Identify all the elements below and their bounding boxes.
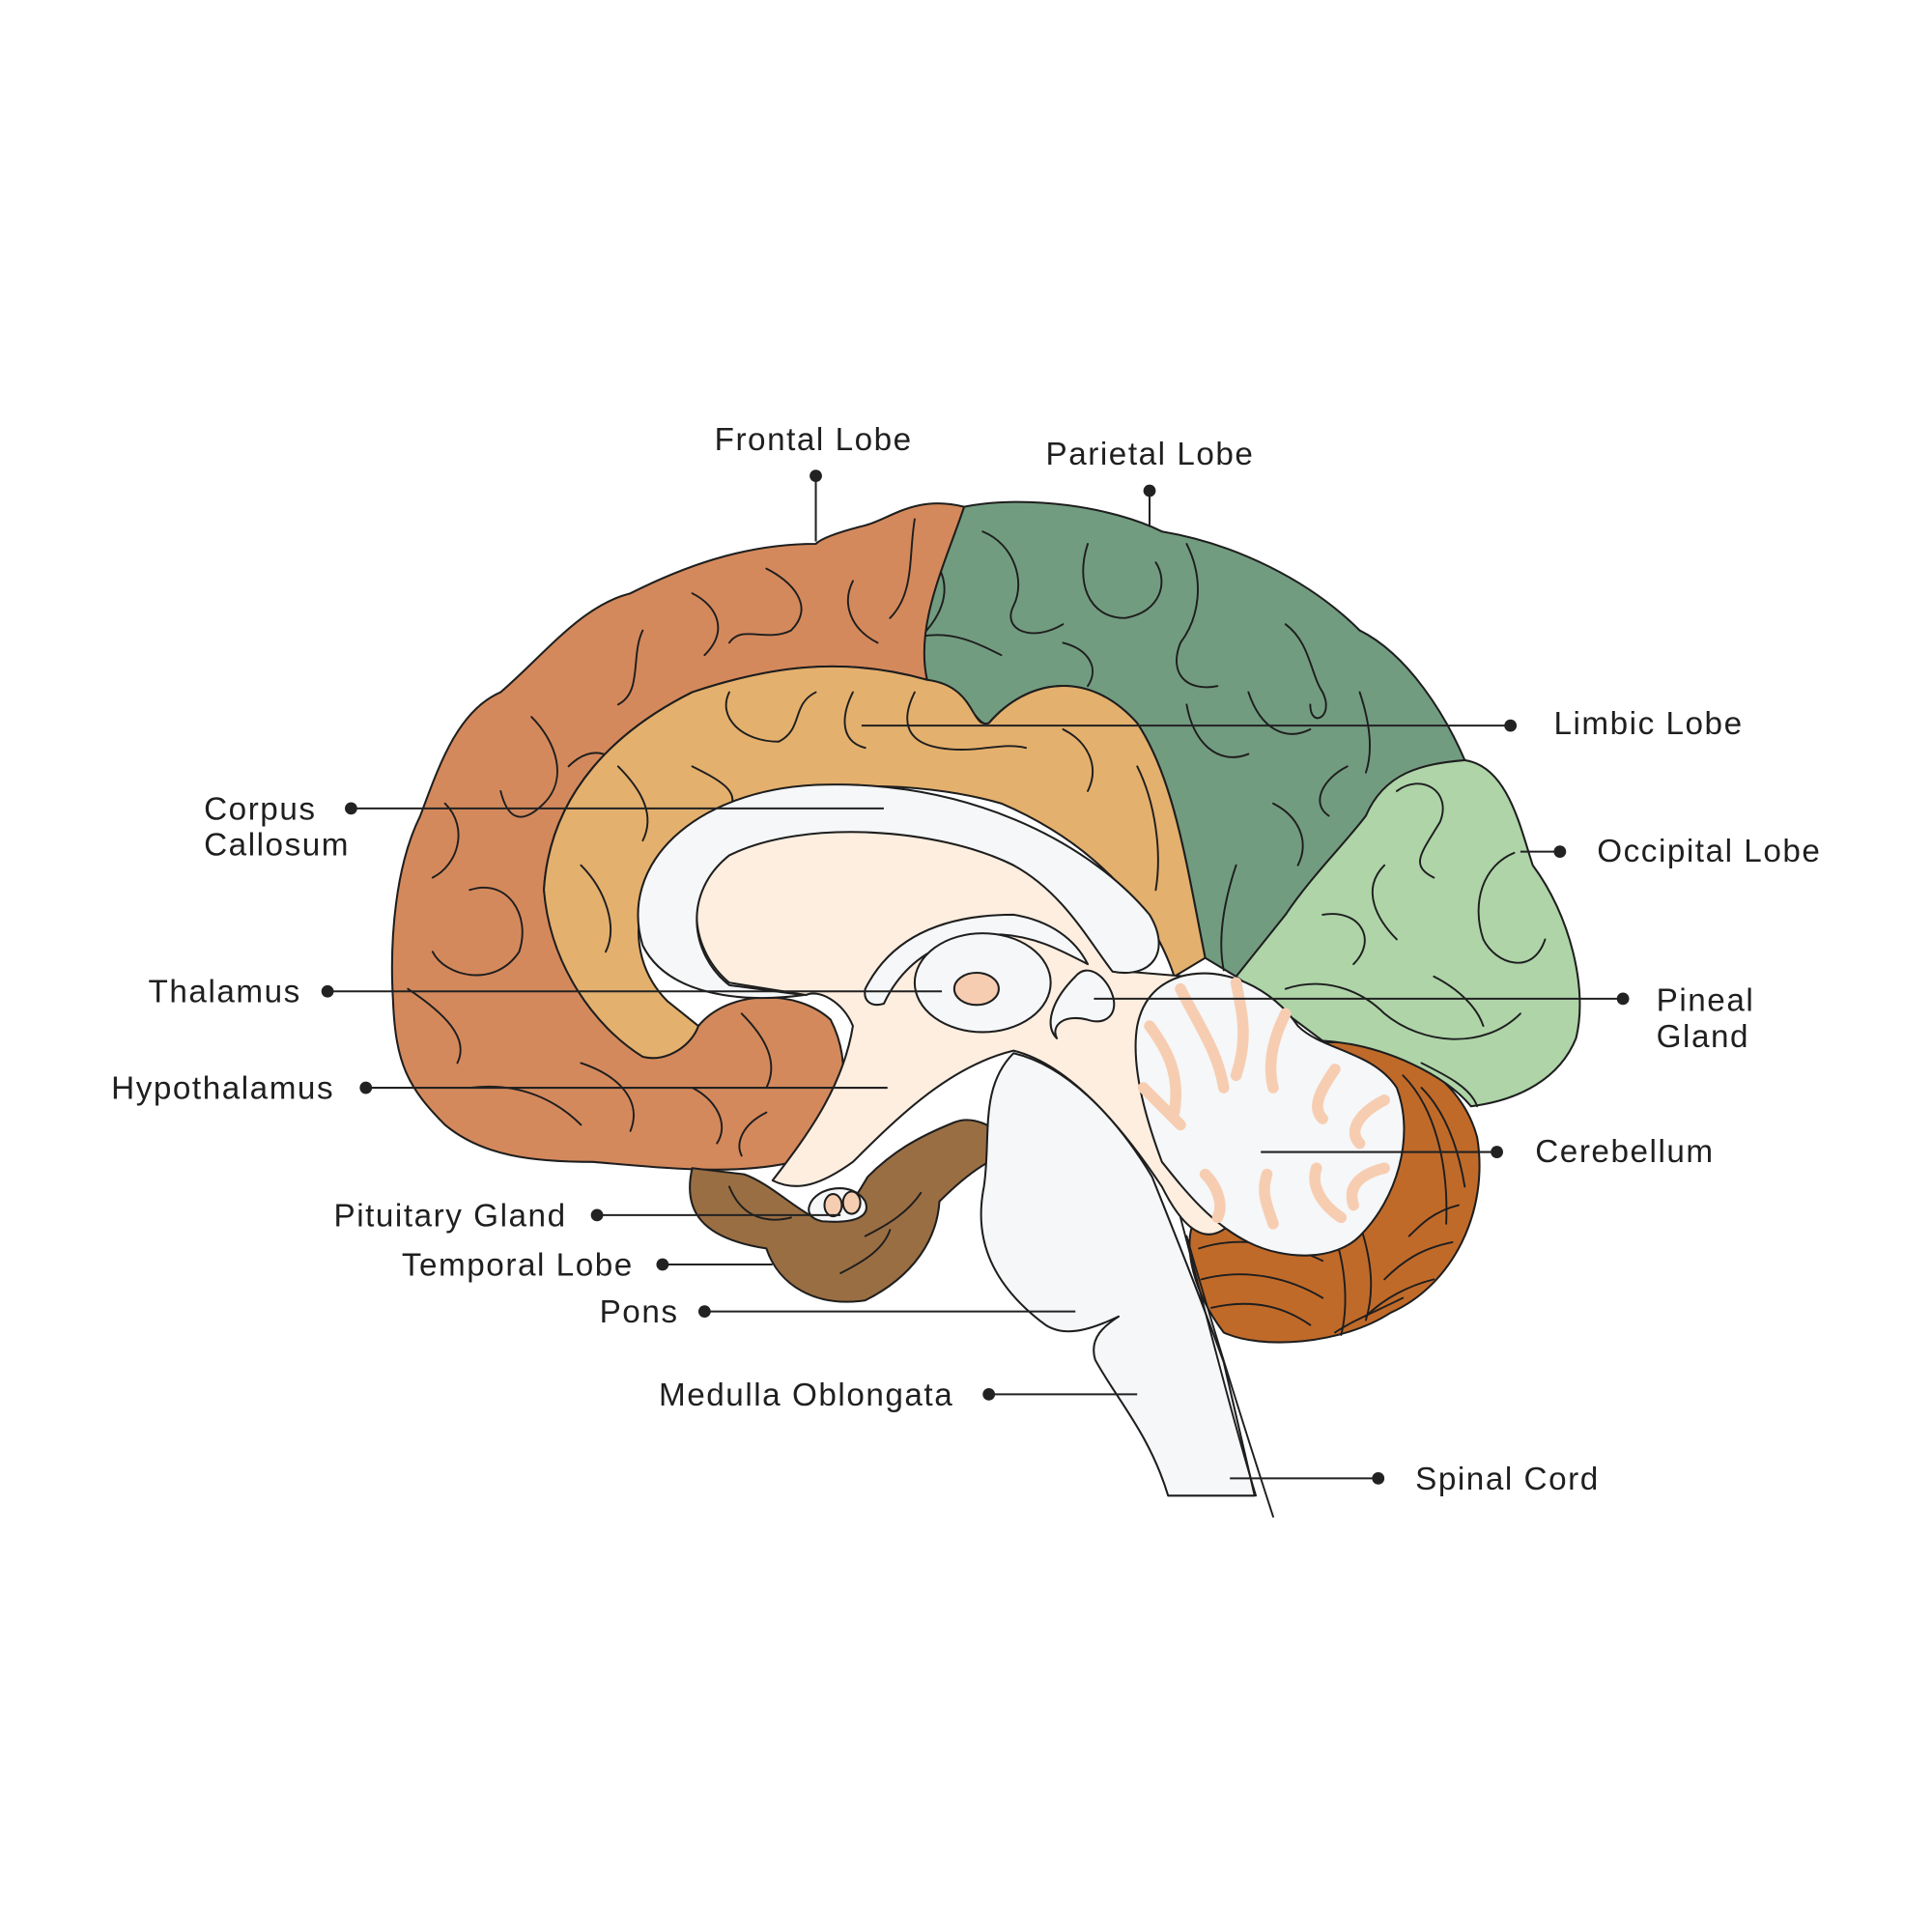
pituitary-gland-shape bbox=[841, 1190, 862, 1215]
cerebellum-cortex-folds bbox=[1137, 977, 1390, 1230]
leader-lines bbox=[321, 469, 1630, 1485]
pituitary-gland-shape bbox=[823, 1193, 843, 1218]
pineal-gland-shape bbox=[1049, 969, 1116, 1039]
label-thalamus: Thalamus bbox=[149, 975, 301, 1010]
label-spinal-cord: Spinal Cord bbox=[1415, 1462, 1600, 1497]
label-parietal-lobe: Parietal Lobe bbox=[1046, 437, 1255, 472]
label-corpus-callosum-line1: Corpus bbox=[204, 791, 316, 827]
frontal-gyri bbox=[407, 518, 916, 1157]
label-occipital-lobe: Occipital Lobe bbox=[1597, 834, 1821, 869]
label-pineal-gland-line2: Gland bbox=[1657, 1019, 1749, 1055]
label-medulla-oblongata: Medulla Oblongata bbox=[659, 1378, 953, 1413]
label-pons: Pons bbox=[600, 1294, 679, 1330]
corpus-callosum-region bbox=[637, 783, 1160, 1000]
label-frontal-lobe: Frontal Lobe bbox=[715, 422, 913, 458]
arbor-vitae bbox=[1134, 972, 1406, 1257]
limbic-gyri bbox=[580, 691, 1159, 953]
spinal-cord-edge bbox=[1179, 1216, 1274, 1519]
label-corpus-callosum-line2: Callosum bbox=[204, 827, 350, 863]
label-pineal-gland-line1: Pineal bbox=[1657, 983, 1755, 1019]
brainstem-region bbox=[980, 1052, 1256, 1497]
fornix bbox=[864, 913, 1090, 1007]
cerebellum-folia bbox=[1198, 1074, 1466, 1336]
label-temporal-lobe: Temporal Lobe bbox=[402, 1248, 634, 1284]
label-cerebellum: Cerebellum bbox=[1535, 1134, 1714, 1170]
label-limbic-lobe: Limbic Lobe bbox=[1553, 706, 1743, 742]
parietal-gyri bbox=[918, 530, 1372, 972]
thalamus-core bbox=[952, 972, 1000, 1007]
label-pituitary-gland: Pituitary Gland bbox=[333, 1198, 566, 1234]
label-hypothalamus: Hypothalamus bbox=[111, 1071, 334, 1107]
